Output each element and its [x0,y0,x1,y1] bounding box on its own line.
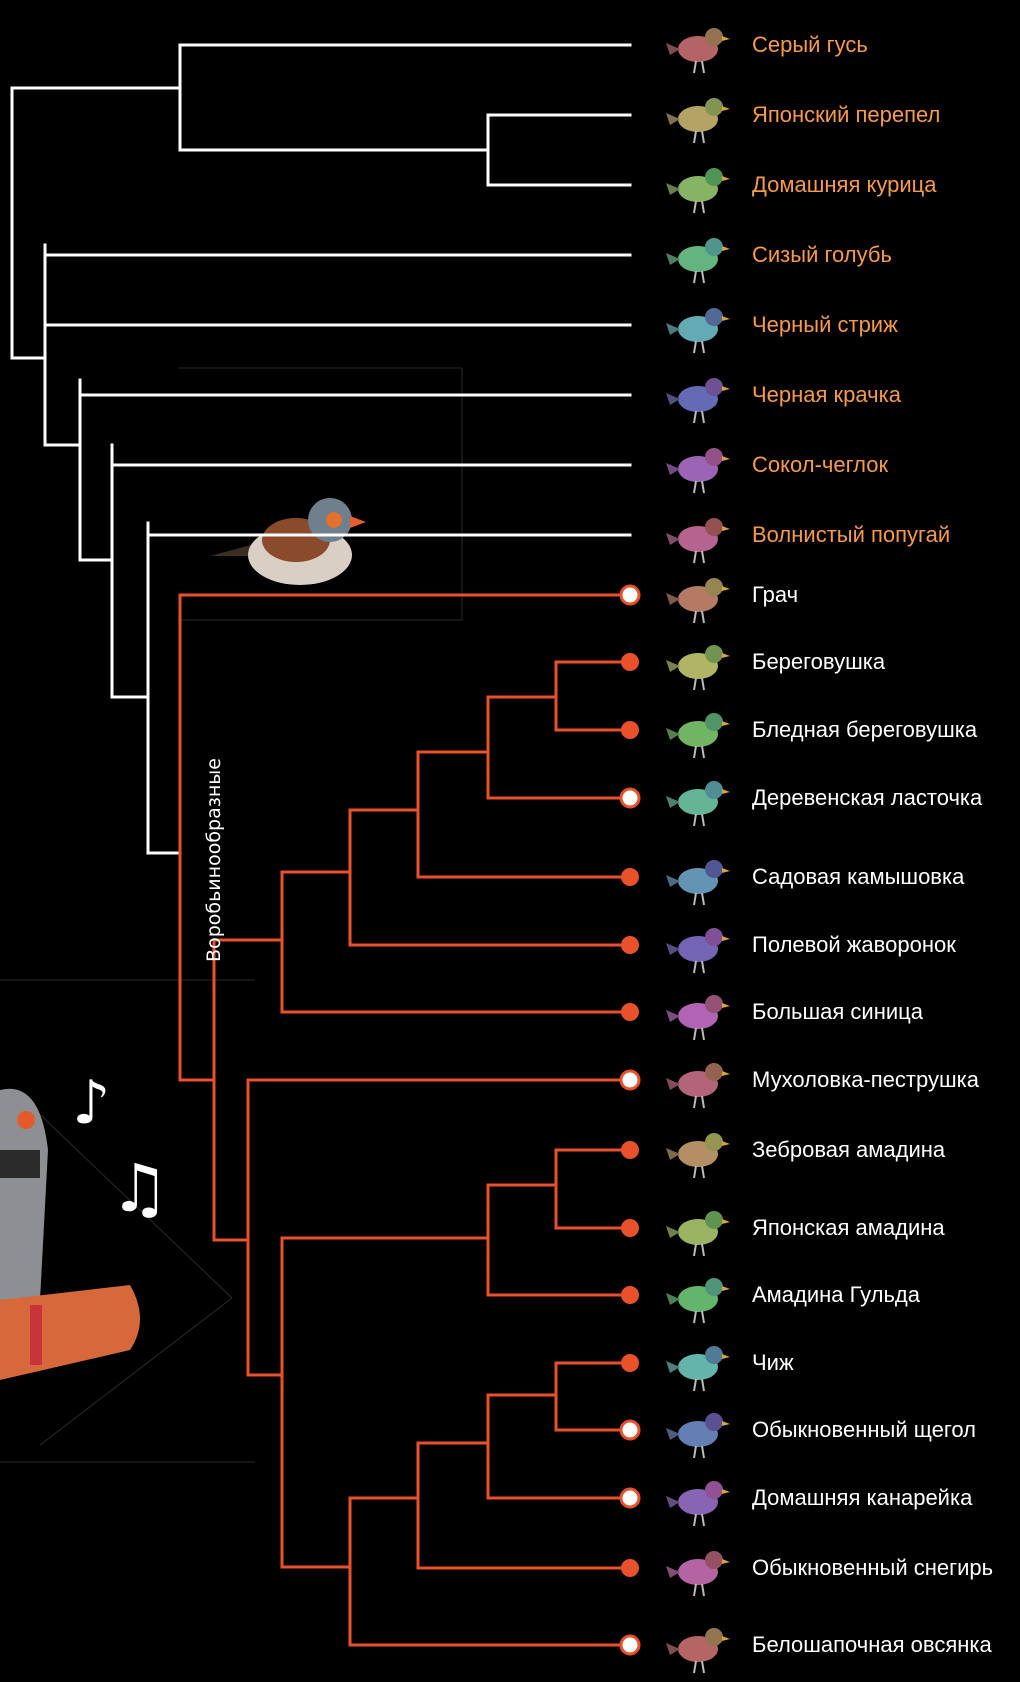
tip-marker-filled [621,1559,639,1577]
chicken-icon [664,153,734,217]
tip-marker-filled [621,868,639,886]
species-label: Серый гусь [752,30,868,60]
tip-marker-open [621,1636,639,1654]
species-label: Мухоловка-пеструшка [752,1065,979,1095]
tip-marker-open [621,1421,639,1439]
falcon-icon [664,433,734,497]
species-label: Полевой жаворонок [752,930,956,960]
swift-icon [664,293,734,357]
species-label: Черный стриж [752,310,898,340]
munia-icon [664,1196,734,1260]
siskin-icon [664,1331,734,1395]
species-label: Японский перепел [752,100,940,130]
sand-martin-icon [664,630,734,694]
barn-swallow-icon [664,766,734,830]
species-label: Сизый голубь [752,240,892,270]
zebra-finch-icon [664,1118,734,1182]
species-label: Деревенская ласточка [752,783,982,813]
tip-marker-filled [621,936,639,954]
bunting-icon [664,1613,734,1677]
great-tit-icon [664,980,734,1044]
double-note-icon: ♫ [110,1150,169,1227]
species-label: Домашняя канарейка [752,1483,972,1513]
pale-martin-icon [664,698,734,762]
species-label: Домашняя курица [752,170,936,200]
tip-marker-open [621,1489,639,1507]
species-label: Амадина Гульда [752,1280,920,1310]
species-label: Черная крачка [752,380,901,410]
tip-marker-open [621,586,639,604]
warbler-icon [664,845,734,909]
skylark-icon [664,913,734,977]
species-label: Садовая камышовка [752,862,964,892]
tip-marker-filled [621,1141,639,1159]
rook-icon [664,563,734,627]
species-label: Японская амадина [752,1213,945,1243]
tip-marker-filled [621,1286,639,1304]
tern-icon [664,363,734,427]
species-label: Большая синица [752,997,923,1027]
species-label: Бледная береговушка [752,715,977,745]
tip-marker-filled [621,1003,639,1021]
goldfinch-icon [664,1398,734,1462]
tip-marker-filled [621,653,639,671]
species-label: Береговушка [752,647,885,677]
single-note-icon: ♪ [72,1068,110,1138]
tip-marker-open [621,1071,639,1089]
finch-microphone-photo [0,1089,140,1380]
tip-marker-filled [621,1219,639,1237]
species-label: Обыкновенный щегол [752,1415,976,1445]
tip-marker-filled [621,1354,639,1372]
species-label: Сокол-чеглок [752,450,888,480]
tip-marker-filled [621,721,639,739]
species-label: Чиж [752,1348,794,1378]
goose-icon [664,13,734,77]
species-label: Обыкновенный снегирь [752,1553,993,1583]
zebra-finch-photo [210,498,366,585]
bullfinch-icon [664,1536,734,1600]
pigeon-icon [664,223,734,287]
species-label: Белошапочная овсянка [752,1630,992,1660]
species-label: Волнистый попугай [752,520,950,550]
gouldian-finch-icon [664,1263,734,1327]
species-label: Грач [752,580,798,610]
budgie-icon [664,503,734,567]
tip-marker-open [621,789,639,807]
species-label: Зебровая амадина [752,1135,945,1165]
canary-icon [664,1466,734,1530]
quail-icon [664,83,734,147]
flycatcher-icon [664,1048,734,1112]
